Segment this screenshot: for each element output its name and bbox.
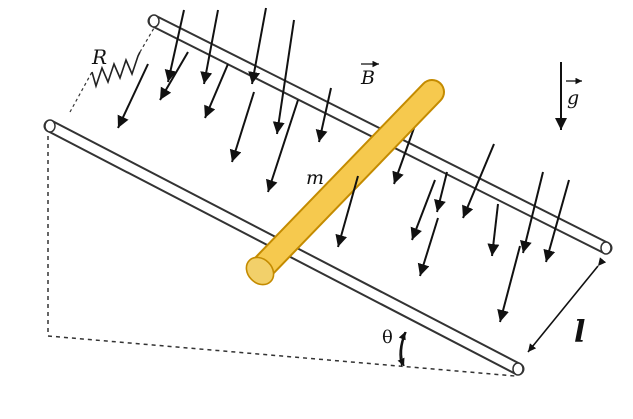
back-field-arrow-4 [159,51,189,101]
front-field-arrow-8 [417,217,439,277]
length-dimension [527,257,607,353]
back-field-arrow-6 [248,7,267,85]
incline-outline [47,27,516,377]
length-label: l [574,315,585,350]
back-field-arrow-3 [200,9,219,85]
back-field-arrow-10 [266,99,299,193]
angle-marker [397,331,407,367]
rod-front-end [245,256,275,286]
front-field-arrow-1 [335,175,359,248]
back-field-arrow-9 [315,87,332,143]
rod-body-fill [251,81,443,279]
front-field-arrow-5 [520,171,544,254]
front-field-arrow-6 [543,179,570,263]
gravity-label: g [566,77,582,109]
magnetic-field-arrows-back [117,7,420,193]
back-field-arrow-2 [117,63,149,129]
magnetic-field-label: B [360,60,379,89]
back-field-arrow-5 [204,63,229,119]
front-field-arrow-2 [434,171,448,213]
resistor-right-dashed-wire [139,27,155,53]
svg-text:B: B [360,67,375,89]
resistor-left-dashed-wire [69,71,93,113]
mass-label: m [306,167,324,189]
magnetic-field-arrows-front [335,143,570,323]
incline-bottom-line [47,335,516,377]
resistor-zigzag [91,51,141,89]
back-field-arrow-7 [229,91,255,163]
angle-label: θ [382,327,393,348]
front-field-arrow-4 [410,179,436,241]
back-field-arrow-8 [272,19,295,135]
front-field-arrow-3 [462,143,495,219]
front-field-arrow-7 [487,203,500,257]
front-field-arrow-9 [497,245,521,323]
sliding-rod [245,79,445,286]
svg-text:g: g [567,87,579,109]
resistor-label: R [91,45,107,69]
back-field-arrow-1 [164,9,185,83]
resistor [91,51,141,89]
